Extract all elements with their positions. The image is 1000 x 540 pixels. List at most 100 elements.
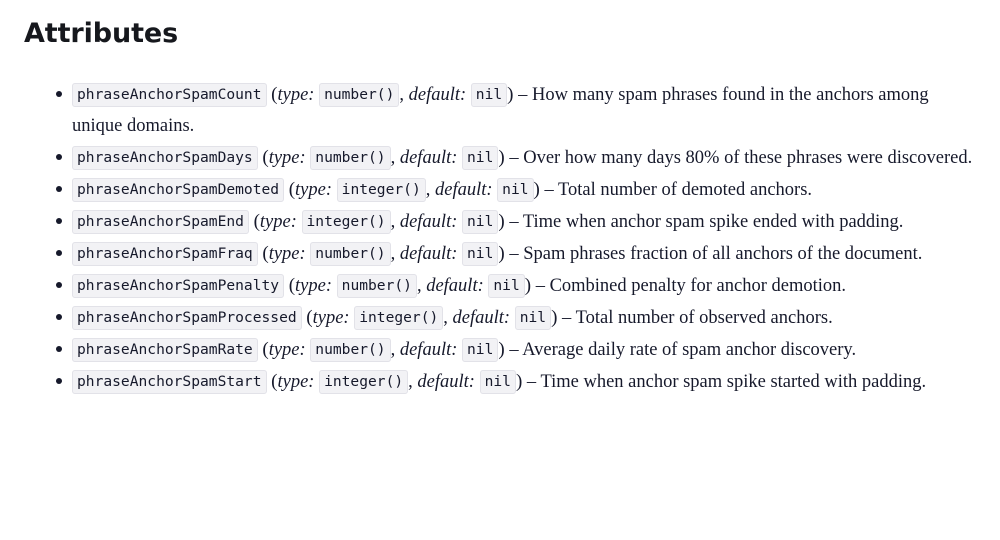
attribute-default: nil: [488, 274, 525, 298]
attribute-description: Spam phrases fraction of all anchors of …: [523, 244, 923, 264]
default-label: default:: [399, 212, 458, 232]
type-group: (type: integer(),: [288, 178, 431, 202]
type-label: type:: [259, 212, 297, 232]
type-label: type:: [295, 276, 333, 296]
default-label: default:: [399, 148, 458, 168]
attribute-item: phraseAnchorSpamEnd (type: integer(), de…: [0, 206, 1000, 238]
dash-separator: –: [535, 276, 545, 296]
page-title: Attributes: [24, 18, 179, 49]
attribute-default: nil: [470, 83, 508, 107]
dash-separator: –: [509, 340, 519, 360]
type-group: (type: number(),: [262, 242, 395, 266]
type-label: type:: [312, 308, 350, 328]
comma-separator: ,: [408, 372, 413, 392]
attribute-default: nil: [462, 146, 499, 170]
attribute-item: phraseAnchorSpamCount (type: number(), d…: [0, 50, 1000, 142]
default-label: default:: [426, 276, 484, 296]
dash-separator: –: [509, 212, 519, 232]
comma-separator: ,: [443, 308, 448, 328]
open-paren: (: [262, 339, 269, 360]
default-group: default: nil): [417, 370, 523, 394]
default-group: default: nil): [408, 83, 514, 107]
close-paren: ): [498, 243, 505, 264]
attribute-description: Over how many days 80% of these phrases …: [523, 148, 973, 168]
open-paren: (: [288, 179, 296, 200]
comma-separator: ,: [390, 148, 396, 168]
type-label: type:: [295, 180, 333, 200]
close-paren: ): [551, 307, 558, 328]
attribute-item: phraseAnchorSpamDays (type: number(), de…: [0, 142, 1000, 174]
attribute-type: number(): [319, 83, 400, 107]
comma-separator: ,: [390, 340, 396, 360]
attribute-item: phraseAnchorSpamDemoted (type: integer()…: [0, 174, 1000, 206]
attribute-description: Combined penalty for anchor demotion.: [549, 276, 847, 296]
open-paren: (: [306, 307, 313, 328]
attribute-description: Average daily rate of spam anchor discov…: [522, 340, 857, 360]
attribute-type: number(): [310, 146, 391, 170]
comma-separator: ,: [399, 85, 404, 105]
default-label: default:: [399, 340, 458, 360]
attribute-type: number(): [336, 274, 417, 298]
close-paren: ): [507, 84, 514, 105]
attribute-name: phraseAnchorSpamDemoted: [72, 178, 285, 202]
default-group: default: nil): [426, 274, 531, 298]
attribute-description: Total number of observed anchors.: [575, 308, 833, 328]
open-paren: (: [271, 371, 278, 392]
open-paren: (: [271, 84, 278, 105]
default-group: default: nil): [435, 178, 540, 202]
attribute-item: phraseAnchorSpamFraq (type: number(), de…: [0, 238, 1000, 270]
attribute-item: phraseAnchorSpamPenalty (type: number(),…: [0, 270, 1000, 302]
attribute-default: nil: [462, 210, 499, 234]
attribute-name: phraseAnchorSpamRate: [72, 338, 258, 362]
default-label: default:: [399, 244, 458, 264]
attributes-list: phraseAnchorSpamCount (type: number(), d…: [0, 50, 1000, 398]
attribute-name: phraseAnchorSpamCount: [72, 83, 267, 107]
bullet-icon: [56, 154, 62, 160]
type-label: type:: [268, 340, 306, 360]
attribute-type: integer(): [336, 178, 426, 202]
dash-separator: –: [509, 244, 519, 264]
attribute-description: Time when anchor spam spike started with…: [540, 372, 927, 392]
comma-separator: ,: [390, 212, 396, 232]
bullet-icon: [56, 218, 62, 224]
attribute-name: phraseAnchorSpamFraq: [72, 242, 258, 266]
attribute-description: Time when anchor spam spike ended with p…: [522, 212, 904, 232]
attribute-description: Total number of demoted anchors.: [558, 180, 813, 200]
default-group: default: nil): [399, 210, 505, 234]
dash-separator: –: [544, 180, 554, 200]
attribute-type: integer(): [354, 306, 444, 330]
type-label: type:: [268, 148, 306, 168]
type-group: (type: number(),: [262, 146, 396, 170]
type-label: type:: [277, 372, 315, 392]
open-paren: (: [253, 211, 260, 232]
open-paren: (: [288, 275, 296, 296]
dash-separator: –: [509, 148, 519, 168]
attribute-default: nil: [514, 306, 552, 330]
bullet-icon: [56, 250, 62, 256]
default-label: default:: [408, 85, 467, 105]
comma-separator: ,: [425, 180, 431, 200]
bullet-icon: [56, 282, 62, 288]
type-label: type:: [268, 244, 306, 264]
close-paren: ): [498, 147, 505, 168]
dash-separator: –: [526, 372, 537, 392]
attribute-item: phraseAnchorSpamStart (type: integer(), …: [0, 366, 1000, 398]
close-paren: ): [498, 339, 505, 360]
attribute-item: phraseAnchorSpamRate (type: number(), de…: [0, 334, 1000, 366]
bullet-icon: [56, 91, 62, 97]
type-group: (type: integer(),: [253, 210, 396, 234]
type-group: (type: integer(),: [271, 370, 413, 394]
dash-separator: –: [518, 85, 528, 105]
attribute-default: nil: [479, 370, 516, 394]
default-group: default: nil): [453, 306, 558, 330]
type-group: (type: number(),: [288, 274, 422, 298]
attribute-name: phraseAnchorSpamStart: [72, 370, 267, 394]
attribute-type: integer(): [319, 370, 409, 394]
comma-separator: ,: [416, 276, 422, 296]
close-paren: ): [515, 371, 523, 392]
attribute-name: phraseAnchorSpamPenalty: [72, 274, 285, 298]
attribute-type: integer(): [301, 210, 391, 234]
attribute-item: phraseAnchorSpamProcessed (type: integer…: [0, 302, 1000, 334]
attribute-name: phraseAnchorSpamProcessed: [72, 306, 302, 330]
